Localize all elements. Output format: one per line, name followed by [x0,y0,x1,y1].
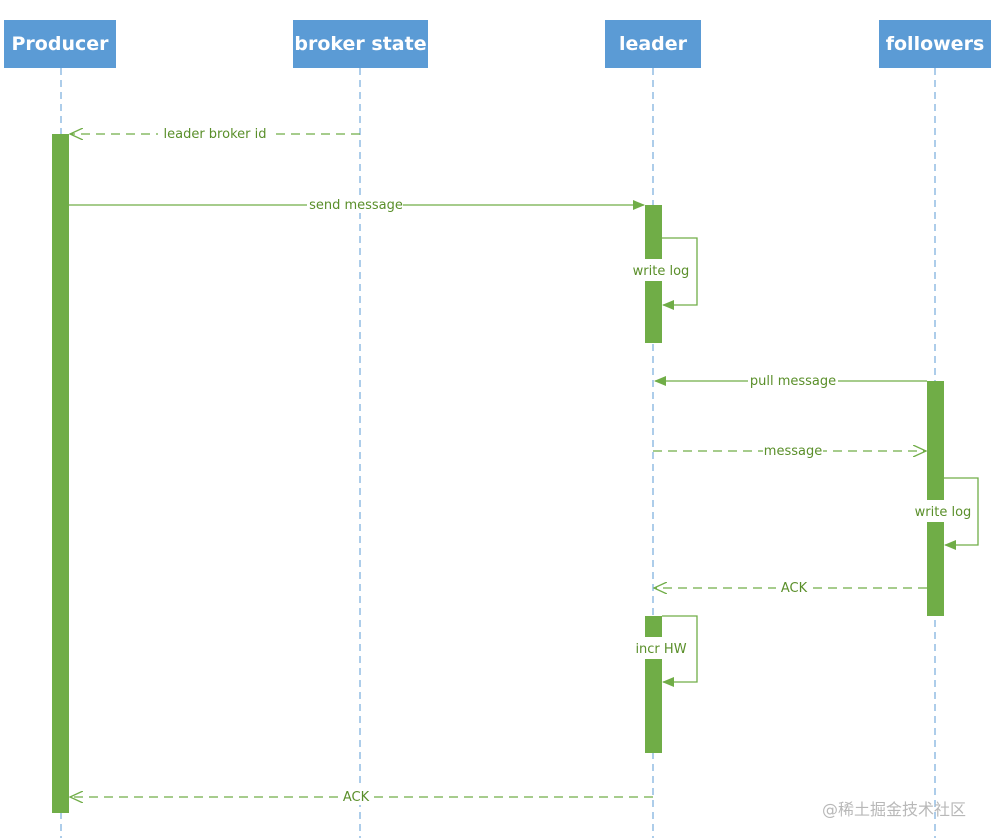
message-label: send message [309,198,403,213]
message-incr-hw: incr HW [631,615,698,687]
actor-leader: leader [605,20,701,68]
message-send-message: send message [69,196,645,213]
message-message: message [653,442,926,459]
message-label: write log [633,264,690,279]
watermark: @稀土掘金技术社区 [822,800,967,819]
activation-followers [927,381,944,616]
message-leader-broker-id: leader broker id [70,125,360,142]
message-ack-to-leader: ACK [654,579,927,596]
message-label: pull message [750,374,836,389]
message-label: incr HW [635,642,686,657]
message-label: leader broker id [164,127,267,142]
message-write-log-followers: write log [913,477,979,550]
message-label: write log [915,505,972,520]
message-label: ACK [781,581,808,596]
message-write-log-leader: write log [631,237,698,310]
actor-broker-state: broker state [293,20,428,68]
message-label: message [764,444,822,459]
message-ack-to-producer: ACK [70,788,653,805]
activation-leader-2 [645,616,662,753]
actor-producer: Producer [4,20,116,68]
message-label: ACK [343,790,370,805]
message-pull-message: pull message [654,372,927,389]
actor-followers: followers [879,20,991,68]
activation-producer [52,134,69,813]
